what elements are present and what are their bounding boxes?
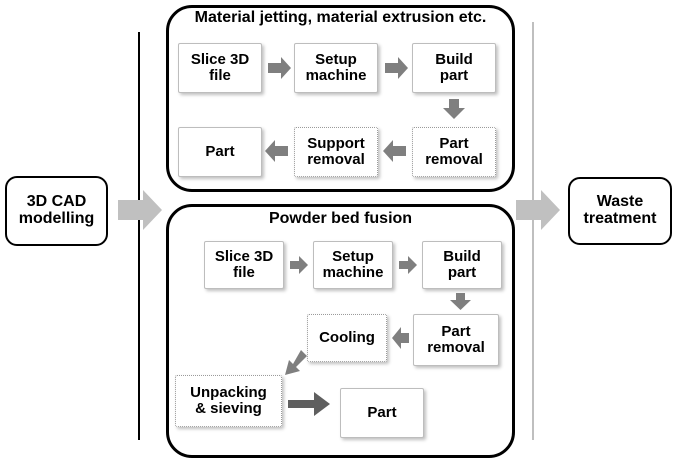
bottom-arrow-removal-cooling [392,327,409,349]
bottom-step-unpacking: Unpacking & sieving [175,375,282,427]
bottom-arrow-unpacking-part [288,392,330,416]
waste-treatment-box: Waste treatment [568,177,672,245]
right-divider-line [532,22,534,440]
top-step-build: Build part [412,43,496,93]
left-divider-line [138,32,140,440]
top-step-setup: Setup machine [294,43,378,93]
top-step-part: Part [178,127,262,177]
bottom-arrow-slice-setup [290,256,308,274]
bottom-arrow-build-down [450,293,471,310]
top-arrow-build-down [443,99,465,119]
top-step-part-removal: Part removal [412,127,496,177]
bottom-arrow-cooling-unpacking [285,350,307,375]
bottom-group-title: Powder bed fusion [268,210,413,227]
bottom-step-slice: Slice 3D file [204,241,284,289]
top-group-title: Material jetting, material extrusion etc… [194,9,487,26]
top-step-slice: Slice 3D file [178,43,262,93]
bottom-arrow-setup-build [399,256,417,274]
top-step-support-removal: Support removal [294,127,378,177]
bottom-step-setup: Setup machine [313,241,393,289]
bottom-step-part: Part [340,388,424,438]
bottom-step-build: Build part [422,241,502,289]
waste-treatment-label: Waste treatment [583,193,657,227]
bottom-step-cooling: Cooling [307,314,387,362]
top-arrow-support-part [265,140,288,162]
big-arrow-left [118,190,162,230]
top-arrow-removal-support [383,140,406,162]
big-arrow-right [516,190,560,230]
cad-modelling-label: 3D CAD modelling [18,193,95,227]
bottom-step-part-removal: Part removal [413,314,499,366]
cad-modelling-box: 3D CAD modelling [5,176,108,246]
top-arrow-slice-setup [268,57,291,79]
top-arrow-setup-build [385,57,408,79]
